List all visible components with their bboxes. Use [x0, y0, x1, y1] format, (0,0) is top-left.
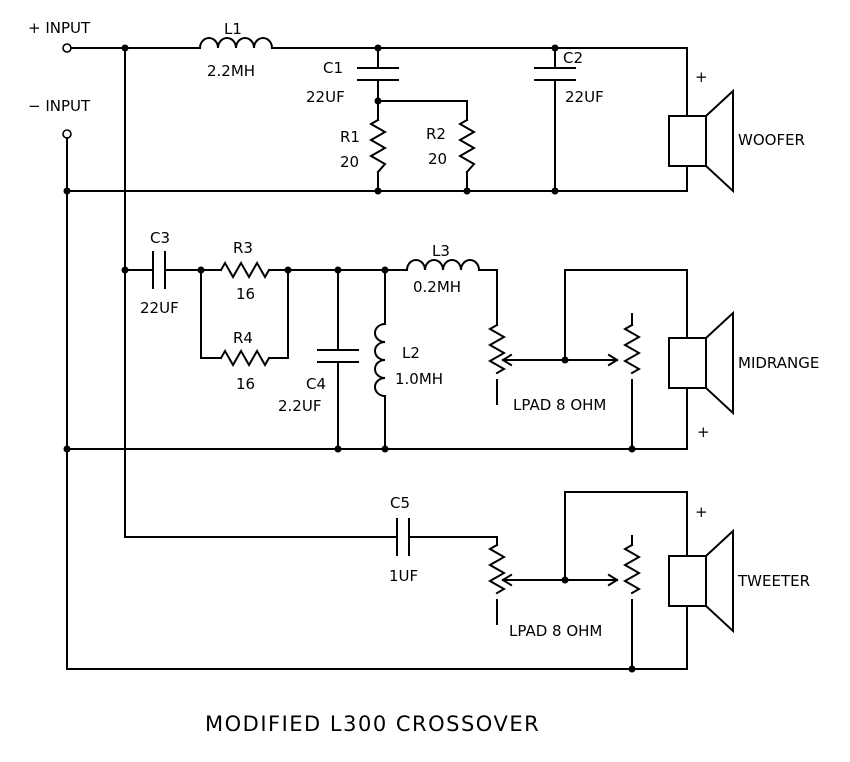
- r4-value: 16: [236, 375, 255, 393]
- resistor-r1: R1 20: [340, 118, 388, 174]
- r2-value: 20: [428, 150, 447, 168]
- c1-name: C1: [323, 59, 343, 77]
- minus-input-terminal[interactable]: [62, 129, 72, 139]
- woofer-speaker: + WOOFER: [668, 68, 805, 194]
- c3-value: 22UF: [140, 299, 179, 317]
- capacitor-c1: C1 22UF: [306, 59, 399, 106]
- midrange-label: MIDRANGE: [738, 354, 819, 372]
- r3-value: 16: [236, 285, 255, 303]
- l1-value: 2.2MH: [207, 62, 255, 80]
- inductor-l2: L2 1.0MH: [374, 322, 443, 398]
- c3-name: C3: [150, 229, 170, 247]
- c2-name: C2: [563, 49, 583, 67]
- tweeter-speaker: + TWEETER: [668, 503, 810, 634]
- c4-name: C4: [306, 375, 326, 393]
- resistor-r4: R4 16: [219, 329, 271, 393]
- c5-value: 1UF: [389, 567, 418, 585]
- c4-value: 2.2UF: [278, 397, 321, 415]
- l2-value: 1.0MH: [395, 370, 443, 388]
- l3-value: 0.2MH: [413, 278, 461, 296]
- l2-name: L2: [402, 344, 420, 362]
- input-terminals: + INPUT − INPUT: [28, 19, 91, 139]
- capacitor-c3: C3 22UF: [140, 229, 179, 317]
- r3-name: R3: [233, 239, 253, 257]
- plus-input-label: + INPUT: [28, 19, 91, 37]
- lpad-mid-label: LPAD 8 OHM: [513, 396, 606, 414]
- lpad-tweeter: LPAD 8 OHM: [487, 543, 642, 640]
- c2-value: 22UF: [565, 88, 604, 106]
- woofer-label: WOOFER: [738, 131, 805, 149]
- lpad-midrange: LPAD 8 OHM: [487, 323, 642, 414]
- inductor-l1: L1 2.2MH: [198, 20, 274, 80]
- r2-name: R2: [426, 125, 446, 143]
- resistor-r3: R3 16: [219, 239, 271, 303]
- junctions: [63, 44, 636, 673]
- minus-input-label: − INPUT: [28, 97, 91, 115]
- tweeter-polarity: +: [695, 503, 708, 521]
- midrange-speaker: + MIDRANGE: [668, 310, 819, 441]
- r1-name: R1: [340, 128, 360, 146]
- capacitor-c5: C5 1UF: [389, 494, 418, 585]
- woofer-polarity: +: [695, 68, 708, 86]
- diagram-title: MODIFIED L300 CROSSOVER: [205, 712, 540, 736]
- capacitor-c2: C2 22UF: [534, 49, 604, 106]
- c5-name: C5: [390, 494, 410, 512]
- midrange-polarity: +: [697, 423, 710, 441]
- plus-input-terminal[interactable]: [62, 43, 72, 53]
- c1-value: 22UF: [306, 88, 345, 106]
- l3-name: L3: [432, 242, 450, 260]
- l1-name: L1: [224, 20, 242, 38]
- r1-value: 20: [340, 153, 359, 171]
- tweeter-label: TWEETER: [737, 572, 810, 590]
- lpad-tweeter-label: LPAD 8 OHM: [509, 622, 602, 640]
- r4-name: R4: [233, 329, 253, 347]
- inductor-l3: L3 0.2MH: [405, 242, 481, 296]
- wiring: [66, 47, 688, 670]
- capacitor-c4: C4 2.2UF: [278, 349, 359, 415]
- resistor-r2: R2 20: [426, 118, 477, 174]
